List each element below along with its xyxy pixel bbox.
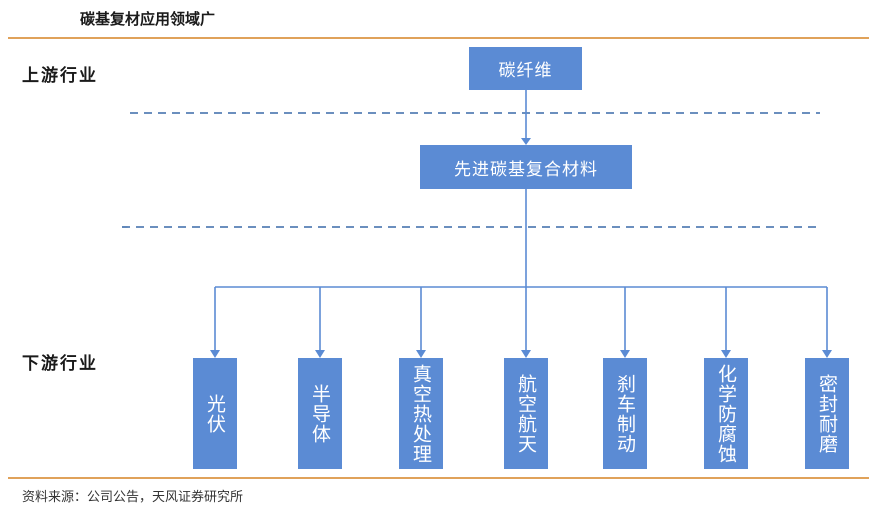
diagram-title: 碳基复材应用领域广 xyxy=(80,10,216,28)
downstream-node-6: 化学防腐蚀 xyxy=(704,358,748,469)
arrowhead-1 xyxy=(210,350,220,358)
downstream-node-7: 密封耐磨 xyxy=(805,358,849,469)
top-rule xyxy=(8,37,869,39)
downstream-node-5: 刹车制动 xyxy=(603,358,647,469)
downstream-node-1: 光伏 xyxy=(193,358,237,469)
downstream-node-2: 半导体 xyxy=(298,358,342,469)
source-note: 资料来源：公司公告，天风证券研究所 xyxy=(22,490,244,505)
advanced-carbon-composite-node: 先进碳基复合材料 xyxy=(420,145,632,189)
arrowhead-3 xyxy=(416,350,426,358)
arrowhead-5 xyxy=(620,350,630,358)
arrowhead-4 xyxy=(521,350,531,358)
downstream-node-3: 真空热处理 xyxy=(399,358,443,469)
upstream-label: 上游行业 xyxy=(22,66,98,86)
arrowhead-6 xyxy=(721,350,731,358)
downstream-node-4: 航空航天 xyxy=(504,358,548,469)
branch-drops xyxy=(210,287,832,358)
arrowhead-middle xyxy=(521,138,531,145)
bottom-rule xyxy=(8,477,869,479)
downstream-label: 下游行业 xyxy=(22,354,98,374)
arrowhead-2 xyxy=(315,350,325,358)
carbon-fiber-node: 碳纤维 xyxy=(469,47,582,90)
arrowhead-7 xyxy=(822,350,832,358)
